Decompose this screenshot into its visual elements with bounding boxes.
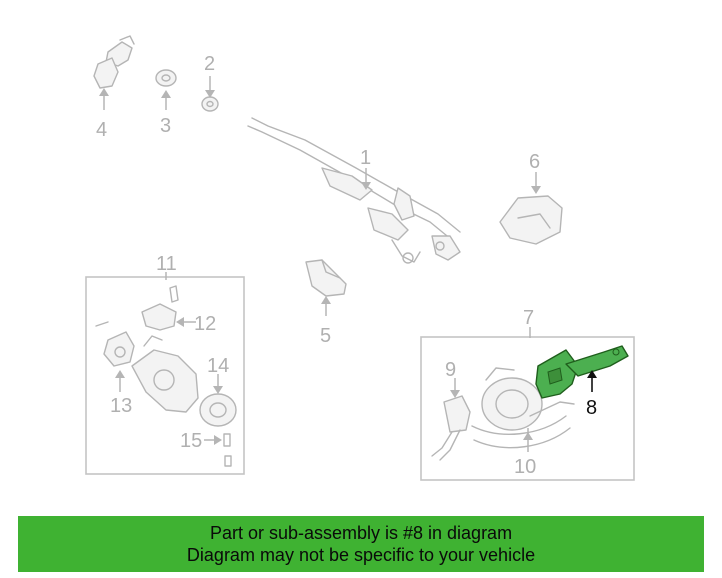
part-6-cover [499,172,563,245]
callout-12: 12 [194,313,216,335]
callout-13: 13 [110,395,132,417]
banner-line-disclaimer: Diagram may not be specific to your vehi… [186,545,536,565]
part-2-washer [201,76,219,112]
callout-3: 3 [160,115,171,137]
part-8-combination-switch-highlighted [535,345,629,399]
parts-diagram: 4 3 2 1 6 [85,35,635,481]
callout-1: 1 [360,147,371,169]
callout-6: 6 [529,151,540,173]
callout-14: 14 [207,355,229,377]
part-3-bushing [155,69,177,110]
part-1-steering-column [247,117,461,264]
banner-line-part-number: Part or sub-assembly is #8 in diagram [209,523,513,543]
info-banner: Part or sub-assembly is #8 in diagram Di… [18,516,704,572]
callout-5: 5 [320,325,331,347]
callout-8: 8 [586,397,597,419]
group-11-parts [95,285,237,467]
callout-9: 9 [445,359,456,381]
callout-7: 7 [523,307,534,329]
part-4-universal-joint [93,35,135,110]
callout-11: 11 [156,253,177,275]
callout-2: 2 [204,53,215,75]
part-5-bracket [305,259,347,316]
callout-10: 10 [514,456,536,478]
group-7-parts [431,367,575,461]
callout-4: 4 [96,119,107,141]
group-7-box [420,336,635,481]
callout-15: 15 [180,430,202,452]
group-11-box [85,276,245,475]
